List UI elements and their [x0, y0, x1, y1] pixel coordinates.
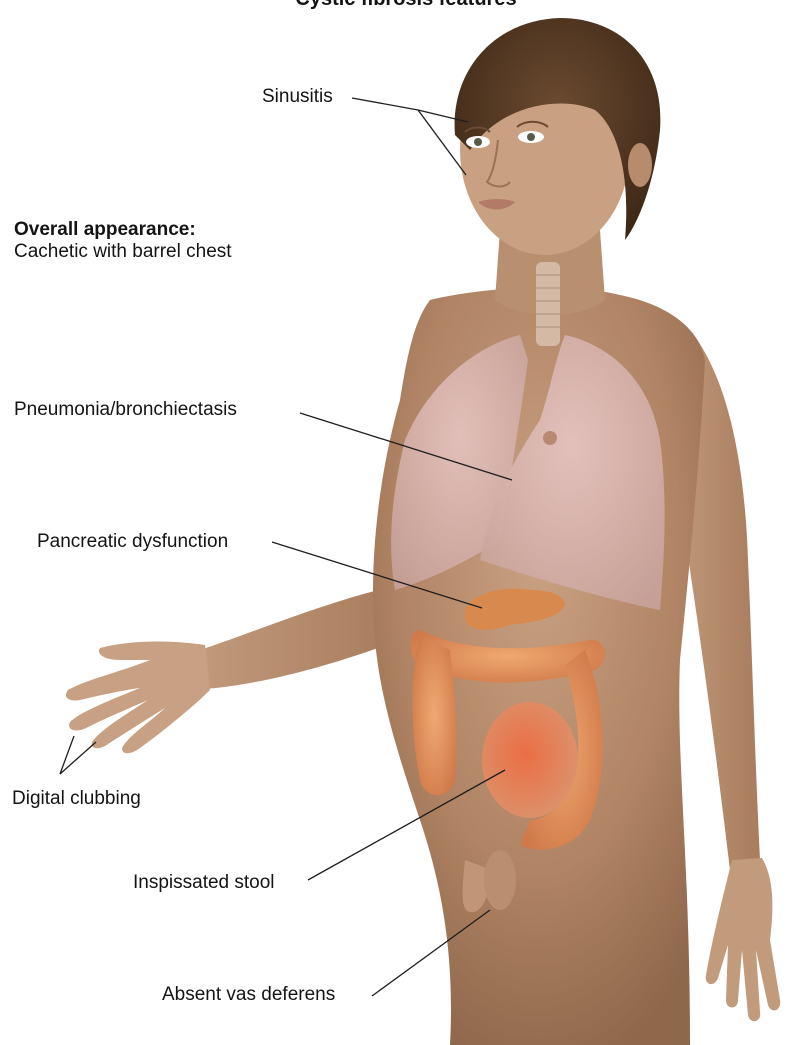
scrotum	[484, 850, 516, 910]
right-hand	[706, 858, 781, 1021]
left-arm	[180, 585, 400, 690]
sinusitis-leader	[352, 98, 468, 122]
sinusitis-label: Sinusitis	[262, 86, 333, 108]
nipple	[543, 431, 557, 445]
overall-appearance-heading: Overall appearance:	[14, 219, 196, 241]
ascending-colon	[412, 635, 456, 795]
pneumonia-label: Pneumonia/bronchiectasis	[14, 399, 237, 421]
digital-clubbing-label: Digital clubbing	[12, 788, 141, 810]
rectum-inspissated-stool	[482, 702, 578, 818]
left-hand	[66, 642, 210, 754]
overall-appearance-description: Cachetic with barrel chest	[14, 241, 232, 263]
inspissated-stool-label: Inspissated stool	[133, 872, 275, 894]
ear	[628, 143, 652, 187]
diagram-title: Cystic fibrosis features	[0, 0, 812, 11]
pancreatic-label: Pancreatic dysfunction	[37, 531, 228, 553]
absent-vas-deferens-label: Absent vas deferens	[162, 984, 335, 1006]
